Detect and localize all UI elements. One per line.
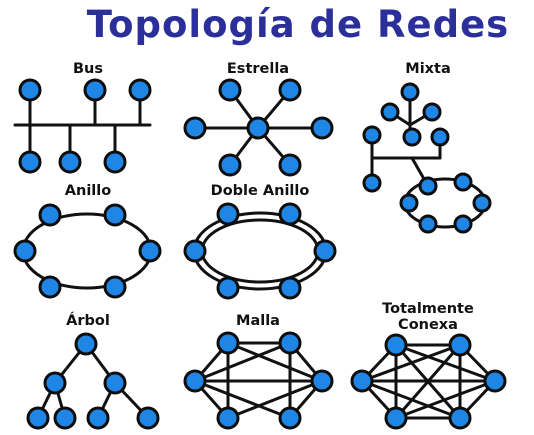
mixta-node-1 xyxy=(380,102,400,122)
anillo-node-1 xyxy=(103,203,127,227)
estrella-node-5 xyxy=(218,153,242,177)
bus-node-2 xyxy=(128,78,152,102)
doble-anillo-ring-0 xyxy=(192,211,328,291)
bus-node-3 xyxy=(18,150,42,174)
estrella-node-0 xyxy=(246,116,270,140)
totalmente-conexa-link-11 xyxy=(360,379,462,420)
topology-mixta xyxy=(362,82,492,234)
malla-node-4 xyxy=(216,406,240,430)
label-doble-anillo: Doble Anillo xyxy=(211,183,310,199)
topology-totalmente-conexa xyxy=(350,333,507,430)
mixta-node-9 xyxy=(399,193,419,213)
mixta-node-2 xyxy=(422,102,442,122)
topology-graphics xyxy=(13,78,507,430)
mixta-node-11 xyxy=(418,214,438,234)
label-bus: Bus xyxy=(73,61,103,77)
arbol-node-4 xyxy=(53,406,77,430)
doble-anillo-node-0 xyxy=(216,202,240,226)
doble-anillo-ring-1 xyxy=(200,218,320,284)
mixta-node-8 xyxy=(453,172,473,192)
mixta-node-3 xyxy=(362,125,382,145)
mixta-node-0 xyxy=(400,82,420,102)
doble-anillo-node-2 xyxy=(183,239,207,263)
label-arbol: Árbol xyxy=(66,312,110,329)
totalmente-conexa-link-12 xyxy=(394,379,497,420)
malla-link-4 xyxy=(193,341,292,383)
doble-anillo-node-5 xyxy=(278,276,302,300)
mixta-node-4 xyxy=(402,127,422,147)
bus-node-1 xyxy=(83,78,107,102)
estrella-node-2 xyxy=(278,78,302,102)
arbol-node-6 xyxy=(136,406,160,430)
malla-node-1 xyxy=(278,331,302,355)
totalmente-conexa-node-3 xyxy=(483,369,507,393)
malla-link-9 xyxy=(193,379,292,420)
malla-node-0 xyxy=(216,331,240,355)
arbol-node-5 xyxy=(86,406,110,430)
label-conexa-line2: Conexa xyxy=(398,317,458,333)
arbol-node-3 xyxy=(26,406,50,430)
topology-malla xyxy=(183,331,334,430)
arbol-node-1 xyxy=(43,371,67,395)
malla-link-10 xyxy=(226,379,324,420)
anillo-ring-0 xyxy=(21,212,153,290)
estrella-node-4 xyxy=(310,116,334,140)
arbol-node-2 xyxy=(103,371,127,395)
doble-anillo-node-1 xyxy=(278,202,302,226)
totalmente-conexa-node-4 xyxy=(384,406,408,430)
mixta-node-6 xyxy=(362,173,382,193)
mixta-node-7 xyxy=(418,176,438,196)
estrella-node-1 xyxy=(218,78,242,102)
topology-doble-anillo xyxy=(183,202,337,300)
topology-estrella xyxy=(183,78,334,177)
bus-node-0 xyxy=(18,78,42,102)
label-totalmente-line1: Totalmente xyxy=(382,301,474,317)
label-malla: Malla xyxy=(236,313,280,329)
bus-node-5 xyxy=(103,150,127,174)
bus-node-4 xyxy=(58,150,82,174)
topology-bus xyxy=(13,78,152,174)
mixta-node-10 xyxy=(472,193,492,213)
totalmente-conexa-node-1 xyxy=(448,333,472,357)
anillo-node-3 xyxy=(138,239,162,263)
mixta-node-12 xyxy=(453,214,473,234)
malla-link-2 xyxy=(226,341,324,383)
totalmente-conexa-node-5 xyxy=(448,406,472,430)
doble-anillo-node-3 xyxy=(313,239,337,263)
malla-node-2 xyxy=(183,369,207,393)
totalmente-conexa-node-2 xyxy=(350,369,374,393)
doble-anillo-node-4 xyxy=(216,276,240,300)
totalmente-conexa-node-0 xyxy=(384,333,408,357)
anillo-node-0 xyxy=(38,203,62,227)
estrella-node-3 xyxy=(183,116,207,140)
arbol-node-0 xyxy=(74,332,98,356)
topology-anillo xyxy=(13,203,162,299)
topology-arbol xyxy=(26,332,160,430)
estrella-node-6 xyxy=(278,153,302,177)
label-estrella: Estrella xyxy=(227,61,289,77)
totalmente-conexa-link-5 xyxy=(360,343,462,383)
anillo-node-4 xyxy=(38,275,62,299)
anillo-node-5 xyxy=(103,275,127,299)
label-mixta: Mixta xyxy=(405,61,450,77)
malla-node-5 xyxy=(278,406,302,430)
anillo-node-2 xyxy=(13,239,37,263)
page-title: Topología de Redes xyxy=(87,3,509,46)
mixta-node-5 xyxy=(430,127,450,147)
malla-node-3 xyxy=(310,369,334,393)
label-anillo: Anillo xyxy=(65,183,111,199)
